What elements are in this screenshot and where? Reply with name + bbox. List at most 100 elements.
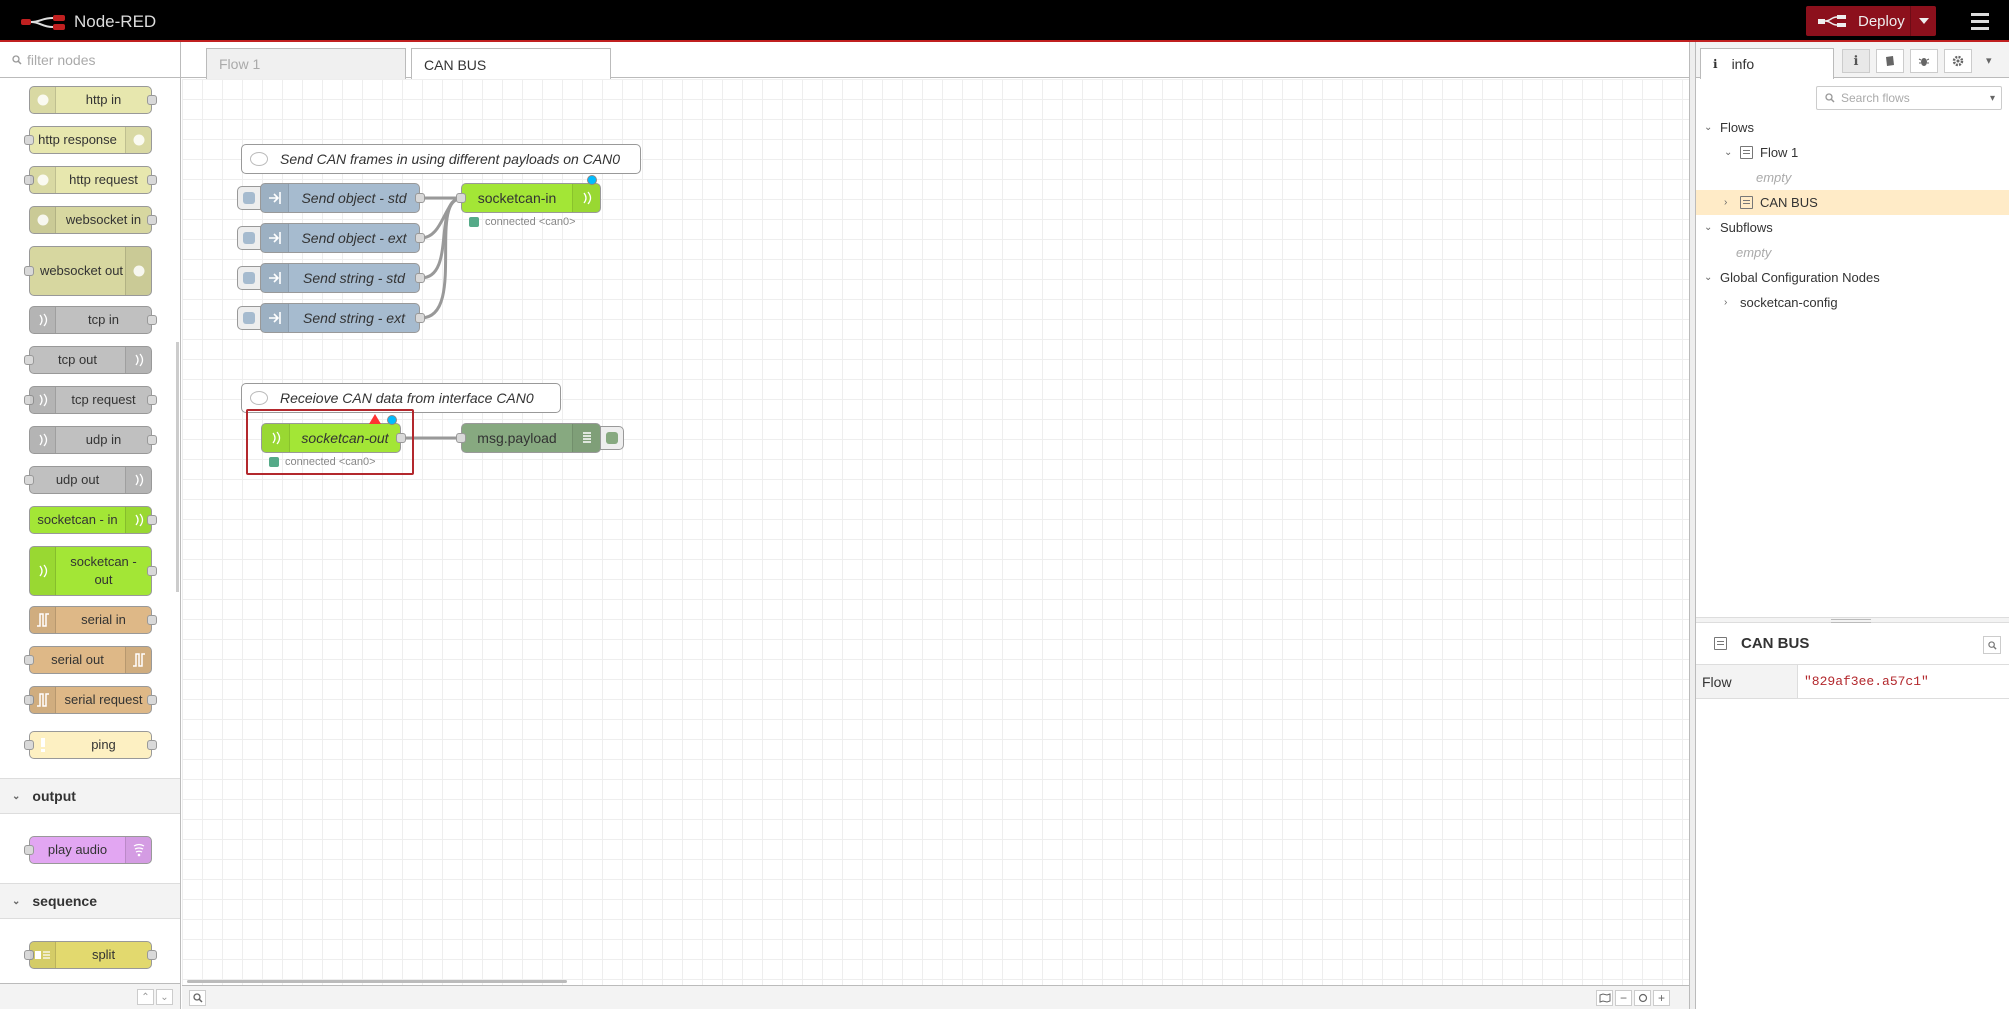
tree-item-socketcan-config[interactable]: › socketcan-config	[1696, 290, 2009, 315]
palette-node-udp-in[interactable]: udp in	[29, 426, 157, 454]
inject-button[interactable]	[237, 306, 261, 330]
category-sequence[interactable]: ⌄ sequence	[0, 883, 180, 919]
output-port[interactable]	[415, 313, 425, 323]
input-port[interactable]	[24, 655, 34, 665]
book-icon[interactable]	[1876, 49, 1904, 73]
tab-info[interactable]: ℹ info	[1700, 48, 1834, 79]
palette-node-play-audio[interactable]: play audio	[24, 836, 152, 864]
tab-can-bus[interactable]: CAN BUS	[411, 48, 611, 80]
output-port[interactable]	[147, 95, 157, 105]
tree-item-flows[interactable]: ⌄ Flows	[1696, 115, 2009, 140]
zoom-reset-icon[interactable]	[1634, 990, 1651, 1006]
inject-button[interactable]	[237, 266, 261, 290]
output-port[interactable]	[147, 740, 157, 750]
input-port[interactable]	[24, 740, 34, 750]
output-port[interactable]	[147, 515, 157, 525]
expand-all-button[interactable]: ⌄	[156, 989, 173, 1005]
input-port[interactable]	[24, 266, 34, 276]
main-menu-button[interactable]	[1960, 9, 2000, 33]
palette-node-serial-out[interactable]: serial out	[24, 646, 152, 674]
palette-scrollbar[interactable]	[176, 342, 179, 592]
category-output[interactable]: ⌄ output	[0, 778, 180, 814]
palette-filter[interactable]: filter nodes	[0, 42, 180, 78]
info-icon[interactable]: ℹ	[1842, 49, 1870, 73]
palette-node-socketcan-out[interactable]: socketcan - out	[29, 546, 157, 596]
bug-icon[interactable]	[1910, 49, 1938, 73]
inject-node-send-object-ext[interactable]: Send object - ext	[237, 223, 425, 253]
output-port[interactable]	[147, 615, 157, 625]
navigator-map-icon[interactable]	[1596, 990, 1613, 1006]
sidebar-splitter[interactable]	[1696, 617, 2009, 623]
palette-node-udp-out[interactable]: udp out	[24, 466, 152, 494]
tab-flow-1[interactable]: Flow 1	[206, 48, 406, 79]
output-port[interactable]	[147, 435, 157, 445]
comment-receive-can-data[interactable]: Receiove CAN data from interface CAN0	[241, 383, 561, 413]
deploy-menu-button[interactable]	[1910, 6, 1936, 36]
socketcan-out-node[interactable]: socketcan-out	[261, 423, 406, 453]
search-flows-field[interactable]: Search flows ▾	[1816, 86, 2002, 110]
socketcan-in-node[interactable]: socketcan-in	[456, 183, 601, 213]
output-port[interactable]	[147, 315, 157, 325]
tree-item-can-bus[interactable]: › CAN BUS	[1696, 190, 2009, 215]
search-input[interactable]: Search flows	[1841, 91, 1910, 105]
palette-node-tcp-request[interactable]: tcp request	[24, 386, 157, 414]
sidebar-separator[interactable]	[1689, 42, 1696, 1009]
output-port[interactable]	[147, 215, 157, 225]
output-port[interactable]	[396, 433, 406, 443]
workspace-canvas[interactable]: Send CAN frames in using different paylo…	[182, 79, 1690, 985]
gear-icon[interactable]	[1944, 49, 1972, 73]
deploy-main[interactable]: Deploy	[1806, 6, 1910, 36]
inject-node-send-string-ext[interactable]: Send string - ext	[237, 303, 425, 333]
canvas-horizontal-scrollbar[interactable]	[187, 980, 567, 983]
caret-down-icon[interactable]: ▾	[1986, 55, 1992, 67]
palette-node-ping[interactable]: ping	[24, 731, 157, 759]
input-port[interactable]	[24, 175, 34, 185]
tree-item-global-config[interactable]: ⌄ Global Configuration Nodes	[1696, 265, 2009, 290]
output-port[interactable]	[147, 395, 157, 405]
palette-node-websocket-in[interactable]: websocket in	[29, 206, 157, 234]
input-port[interactable]	[24, 395, 34, 405]
palette-node-socketcan-in[interactable]: socketcan - in	[29, 506, 157, 534]
input-port[interactable]	[456, 193, 466, 203]
tree-item-subflows[interactable]: ⌄ Subflows	[1696, 215, 2009, 240]
filter-input[interactable]: filter nodes	[27, 51, 96, 68]
debug-toggle-button[interactable]	[600, 426, 624, 450]
output-port[interactable]	[415, 233, 425, 243]
inject-node-send-object-std[interactable]: Send object - std	[237, 183, 425, 213]
search-icon[interactable]	[1983, 636, 2001, 654]
comment-send-can-frames[interactable]: Send CAN frames in using different paylo…	[241, 144, 641, 174]
palette-node-tcp-in[interactable]: tcp in	[29, 306, 157, 334]
deploy-button[interactable]: Deploy	[1806, 6, 1936, 36]
palette-node-serial-request[interactable]: serial request	[24, 686, 157, 714]
output-port[interactable]	[415, 273, 425, 283]
inject-node-send-string-std[interactable]: Send string - std	[237, 263, 425, 293]
search-icon[interactable]	[189, 990, 206, 1006]
inject-button[interactable]	[237, 226, 261, 250]
input-port[interactable]	[24, 475, 34, 485]
output-port[interactable]	[147, 695, 157, 705]
zoom-out-icon[interactable]: −	[1615, 990, 1632, 1006]
palette-node-split[interactable]: split	[24, 941, 157, 969]
collapse-all-button[interactable]: ⌃	[137, 989, 154, 1005]
caret-down-icon[interactable]: ▾	[1989, 92, 1995, 104]
palette-node-http-request[interactable]: http request	[24, 166, 157, 194]
input-port[interactable]	[24, 695, 34, 705]
palette-node-http-response[interactable]: http response	[24, 126, 152, 154]
output-port[interactable]	[147, 950, 157, 960]
output-port[interactable]	[147, 566, 157, 576]
output-port[interactable]	[415, 193, 425, 203]
debug-node-msg-payload[interactable]: msg.payload	[456, 423, 624, 453]
zoom-in-icon[interactable]: +	[1653, 990, 1670, 1006]
palette-node-http-in[interactable]: http in	[29, 86, 157, 114]
tree-item-flow-1[interactable]: ⌄ Flow 1	[1696, 140, 2009, 165]
palette-node-websocket-out[interactable]: websocket out	[24, 246, 152, 296]
input-port[interactable]	[24, 355, 34, 365]
input-port[interactable]	[456, 433, 466, 443]
input-port[interactable]	[24, 845, 34, 855]
palette-node-serial-in[interactable]: serial in	[29, 606, 157, 634]
inject-button[interactable]	[237, 186, 261, 210]
input-port[interactable]	[24, 950, 34, 960]
palette-node-tcp-out[interactable]: tcp out	[24, 346, 152, 374]
output-port[interactable]	[147, 175, 157, 185]
input-port[interactable]	[24, 135, 34, 145]
